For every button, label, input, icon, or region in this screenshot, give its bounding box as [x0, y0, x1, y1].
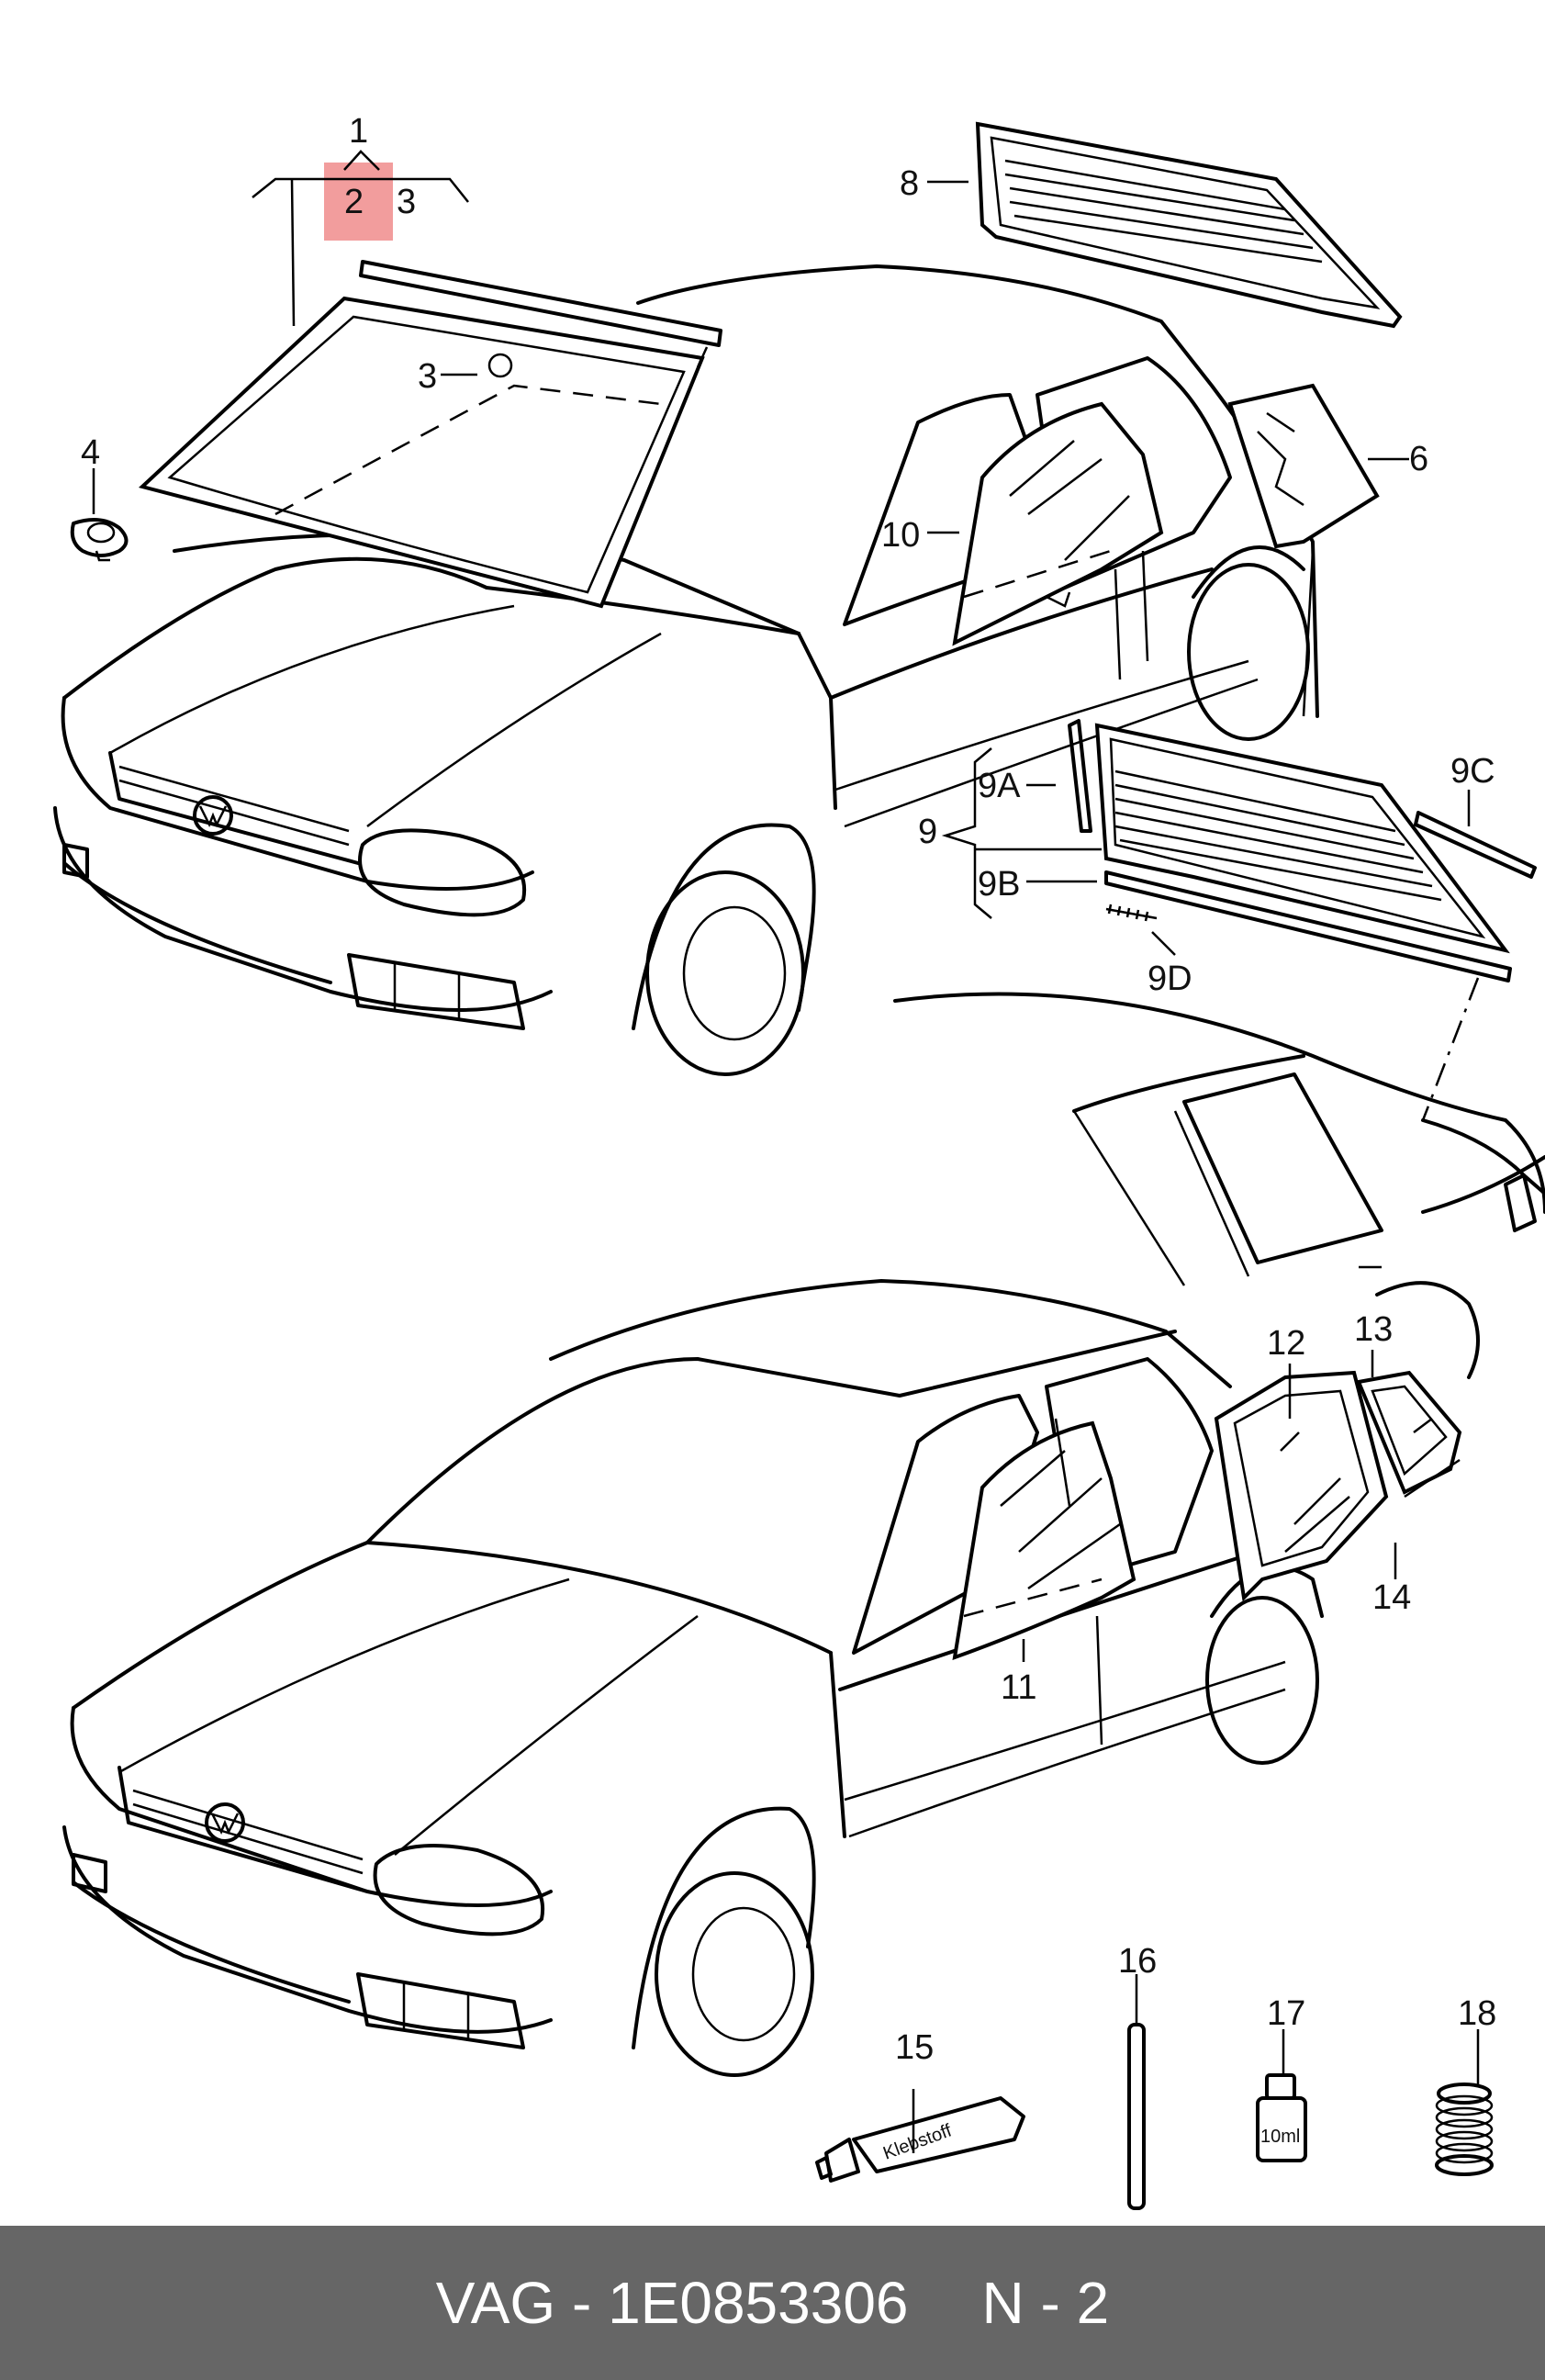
callout-3-sensor: 3 — [418, 357, 437, 396]
callout-3-top: 3 — [397, 183, 416, 221]
callout-18: 18 — [1458, 1994, 1496, 2033]
bottle-label: 10ml — [1260, 2127, 1300, 2147]
callout-2-highlight — [324, 163, 393, 241]
callout-17: 17 — [1267, 1994, 1305, 2033]
lower-car-body — [62, 1279, 1324, 2077]
callout-15: 15 — [895, 2028, 934, 2067]
rear-window-part-9 — [1068, 719, 1537, 1121]
rod-part-16 — [1127, 2023, 1146, 2210]
windscreen-part-1 — [138, 260, 722, 609]
callout-4: 4 — [81, 433, 100, 472]
quarter-glass-parts-12-14 — [1214, 1370, 1462, 1602]
parts-diagram: Klebstoff 10ml — [53, 112, 1545, 2210]
lower-saloon-rear — [893, 992, 1545, 1379]
bottle-part-17: 10ml — [1256, 2073, 1307, 2162]
callout-9C: 9C — [1450, 752, 1495, 791]
clip-part-4 — [70, 518, 129, 562]
callout-10: 10 — [881, 516, 920, 555]
adhesive-tube-part-15: Klebstoff — [815, 2096, 1025, 2183]
callout-9B: 9B — [978, 865, 1020, 904]
callout-9: 9 — [918, 813, 937, 851]
callout-9A: 9A — [978, 767, 1021, 805]
upper-car-body — [53, 264, 1319, 1076]
door-glass-part-11 — [952, 1418, 1136, 1661]
callout-1: 1 — [349, 112, 368, 151]
position-code: N - 2 — [981, 2270, 1110, 2336]
callouts: 1 2 3 3 4 8 6 10 9A 9 9B 9C 9D 12 13 14 … — [81, 112, 1496, 2067]
callout-9D: 9D — [1148, 960, 1192, 998]
callout-2: 2 — [344, 183, 364, 221]
callout-13: 13 — [1354, 1310, 1393, 1349]
callout-14: 14 — [1372, 1578, 1411, 1617]
footer-bar: VAG - 1E0853306 N - 2 — [0, 2226, 1545, 2380]
rear-window-part-8 — [975, 121, 1403, 329]
callout-11: 11 — [1001, 1668, 1036, 1707]
part-number: VAG - 1E0853306 — [435, 2270, 909, 2336]
leader-lines — [92, 150, 1480, 2153]
door-glass-part-10 — [952, 401, 1164, 646]
callout-16: 16 — [1118, 1942, 1157, 1981]
callout-8: 8 — [900, 164, 919, 203]
callout-12: 12 — [1267, 1324, 1305, 1363]
callout-6: 6 — [1409, 440, 1428, 478]
quarter-glass-part-6 — [1227, 383, 1380, 549]
spring-part-18 — [1435, 2082, 1494, 2176]
